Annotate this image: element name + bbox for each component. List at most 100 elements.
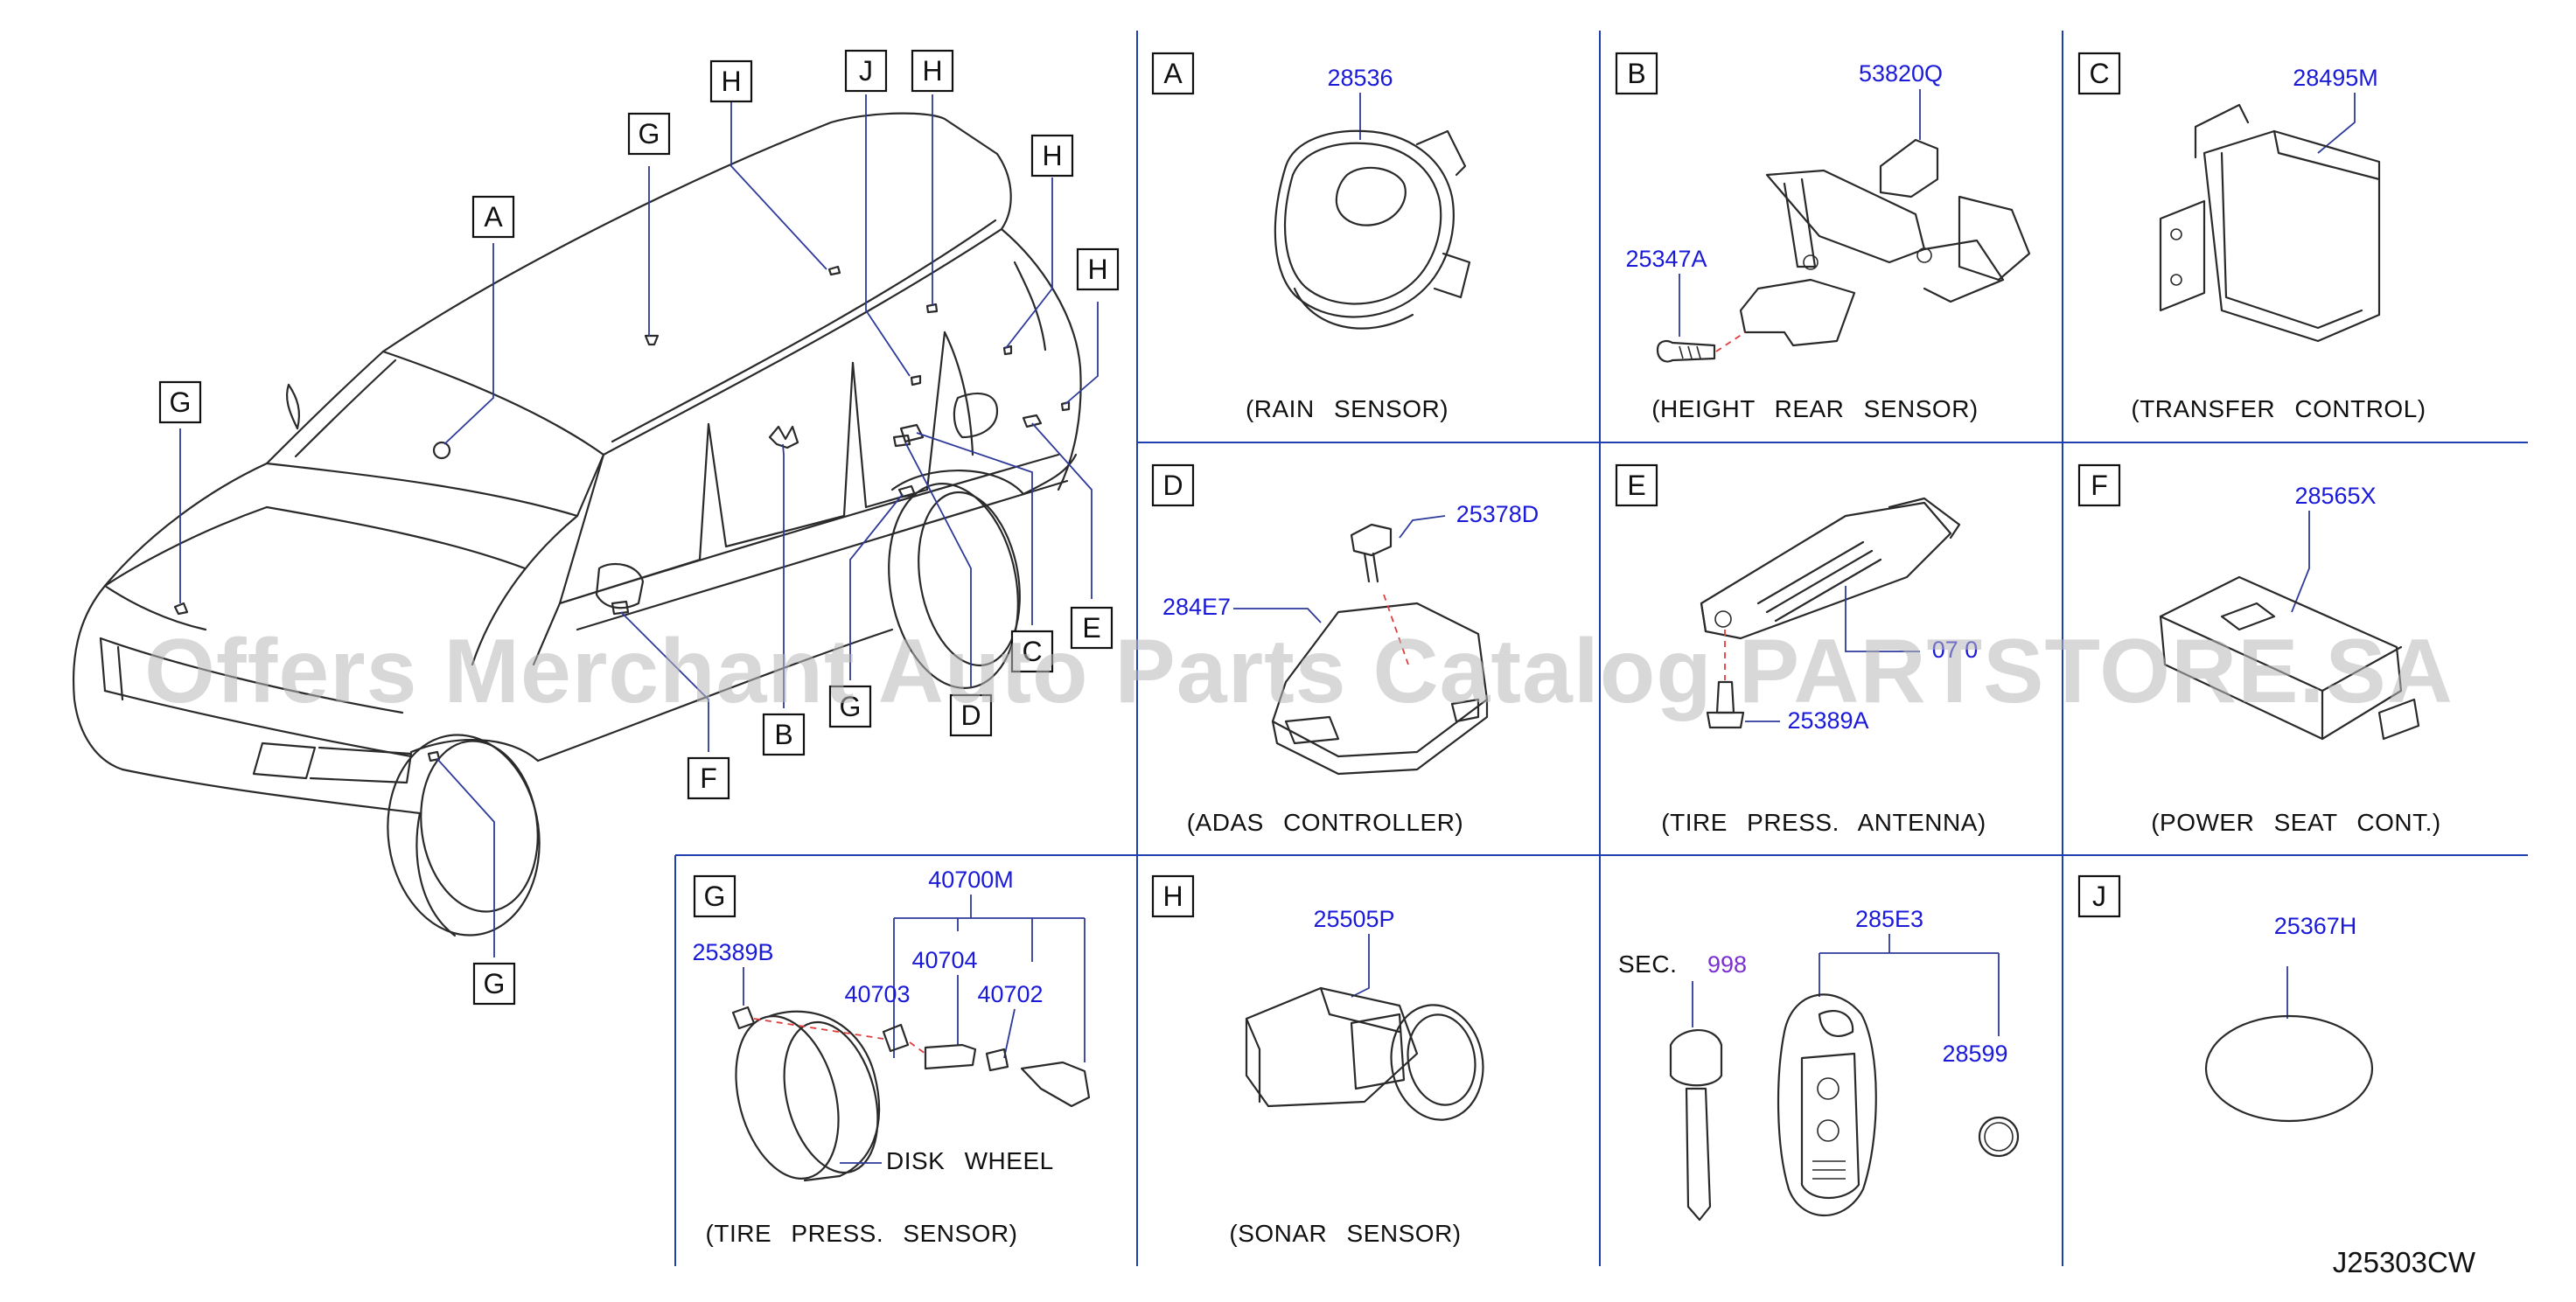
panel-j: J 25367H — [2077, 874, 2374, 1123]
part-number-28565x: 28565X — [2294, 483, 2376, 509]
part-number-40702: 40702 — [977, 981, 1043, 1007]
svg-text:G: G — [170, 386, 192, 418]
part-number-25378d: 25378D — [1456, 501, 1539, 527]
panel-h-sonar-sensor: H 25505P (SONAR SENSOR) — [1151, 874, 1484, 1247]
watermark: Offers Merchant Auto Parts Catalog PARTS… — [144, 621, 2454, 722]
svg-text:B: B — [774, 719, 792, 750]
svg-text:G: G — [484, 968, 506, 999]
panel-a-letter-box — [1151, 52, 1195, 95]
height-sensor-drawing — [1656, 138, 2031, 363]
callout-a: A — [471, 195, 515, 239]
panel-j-letter: J — [2092, 881, 2106, 912]
panel-a-rain-sensor: A 28536 (RAIN SENSOR) — [1151, 52, 1471, 422]
panel-e-letter: E — [1627, 470, 1645, 501]
part-number-28536: 28536 — [1327, 65, 1393, 91]
label-disk-wheel: DISK WHEEL — [886, 1147, 1054, 1174]
vehicle-leader-lines — [179, 94, 1099, 957]
svg-text:H: H — [1042, 140, 1062, 171]
part-number-284e7: 284E7 — [1162, 594, 1231, 620]
label-sec: SEC. — [1618, 950, 1677, 978]
svg-text:G: G — [840, 691, 862, 722]
vehicle-callouts: H J H G H A H G E C D G B F G — [158, 49, 1120, 1006]
tire-press-sensor-drawing — [731, 1006, 1091, 1182]
panel-h-letter-box — [1151, 874, 1195, 918]
panel-f-power-seat-cont: F 28565X (POWER SEAT CONT.) — [2077, 463, 2441, 836]
panel-b-letter: B — [1627, 58, 1645, 89]
power-seat-controller-drawing — [2159, 575, 2420, 741]
part-number-28495m: 28495M — [2293, 65, 2378, 91]
callout-g-4: G — [472, 962, 516, 1006]
section-ref-998: 998 — [1707, 951, 1747, 978]
svg-text:G: G — [639, 118, 660, 150]
part-number-285e3: 285E3 — [1855, 906, 1923, 932]
panel-c-letter: C — [2089, 58, 2109, 89]
adas-controller-drawing — [1271, 523, 1489, 776]
svg-text:H: H — [1087, 254, 1107, 285]
panel-intelligent-key: SEC. 998 285E3 28599 — [1618, 906, 2020, 1222]
transfer-control-drawing — [2159, 103, 2381, 343]
caption-transfer-control: (TRANSFER CONTROL) — [2131, 395, 2426, 422]
caption-tire-press-sensor: (TIRE PRESS. SENSOR) — [706, 1220, 1018, 1247]
panel-d-letter: D — [1162, 470, 1183, 501]
caption-power-seat-cont: (POWER SEAT CONT.) — [2151, 809, 2441, 836]
part-number-25367h: 25367H — [2274, 913, 2357, 939]
callout-h-4: H — [1076, 247, 1120, 291]
svg-text:E: E — [1082, 612, 1100, 644]
emblem-oval-drawing — [2204, 1014, 2374, 1123]
panel-f-letter: F — [2091, 470, 2108, 501]
part-number-40703: 40703 — [844, 981, 910, 1007]
callout-c: C — [1010, 630, 1054, 673]
part-number-53820q: 53820Q — [1859, 60, 1943, 87]
panel-d-letter-box — [1151, 463, 1195, 507]
part-number-25347a: 25347A — [1625, 246, 1707, 272]
callout-g-1: G — [627, 112, 671, 156]
panel-c-letter-box — [2077, 52, 2121, 95]
svg-text:J: J — [859, 55, 873, 87]
panel-a-letter: A — [1163, 58, 1183, 89]
rain-sensor-drawing — [1274, 129, 1471, 330]
callout-d: D — [949, 693, 993, 737]
svg-text:C: C — [1022, 636, 1042, 667]
panel-h-letter: H — [1162, 881, 1183, 912]
panel-g-tire-press-sensor: G 40700M 25389B 40704 40703 40702 DISK W… — [692, 867, 1091, 1247]
part-number-40704: 40704 — [911, 947, 977, 973]
sonar-sensor-drawing — [1245, 986, 1484, 1121]
callout-j: J — [844, 49, 888, 93]
svg-text:D: D — [960, 700, 981, 731]
svg-text:H: H — [922, 55, 942, 87]
callout-g-3: G — [828, 685, 872, 728]
caption-height-rear-sensor: (HEIGHT REAR SENSOR) — [1651, 395, 1979, 422]
vehicle-illustration — [73, 112, 1082, 937]
callout-f: F — [687, 756, 730, 800]
caption-sonar-sensor: (SONAR SENSOR) — [1229, 1220, 1461, 1247]
tire-press-antenna-drawing — [1700, 497, 1961, 729]
part-number-28599: 28599 — [1942, 1041, 2007, 1067]
panel-e-tire-press-antenna: E 07 0 25389A (TIRE PRESS. ANTENNA) — [1615, 463, 1986, 836]
svg-text:H: H — [721, 66, 741, 97]
callout-e: E — [1070, 606, 1113, 650]
panel-f-letter-box — [2077, 463, 2121, 507]
panel-g-letter-box — [693, 874, 736, 918]
panel-b-letter-box — [1615, 52, 1658, 95]
callout-h-1: H — [709, 59, 753, 103]
callout-h-3: H — [1030, 134, 1074, 178]
intelligent-key-drawing — [1669, 993, 2020, 1222]
callout-h-2: H — [911, 49, 954, 93]
panel-d-adas-controller: D 25378D 284E7 (ADAS CONTROLLER) — [1151, 463, 1539, 836]
svg-text:F: F — [700, 762, 717, 794]
part-number-40700m: 40700M — [928, 867, 1014, 893]
callout-g-2: G — [158, 380, 202, 424]
part-number-25389b: 25389B — [692, 939, 773, 965]
caption-tire-press-antenna: (TIRE PRESS. ANTENNA) — [1661, 809, 1986, 836]
panel-j-letter-box — [2077, 874, 2121, 918]
panel-c-transfer-control: C 28495M (TRANSFER CONTROL) — [2077, 52, 2426, 422]
caption-adas-controller: (ADAS CONTROLLER) — [1187, 809, 1464, 836]
callout-b: B — [762, 713, 806, 756]
part-number-25389a: 25389A — [1787, 707, 1868, 734]
diagram-code: J25303CW — [2333, 1246, 2476, 1278]
part-number-25505p: 25505P — [1313, 906, 1394, 932]
svg-text:A: A — [484, 201, 503, 233]
panel-g-letter: G — [704, 881, 726, 912]
